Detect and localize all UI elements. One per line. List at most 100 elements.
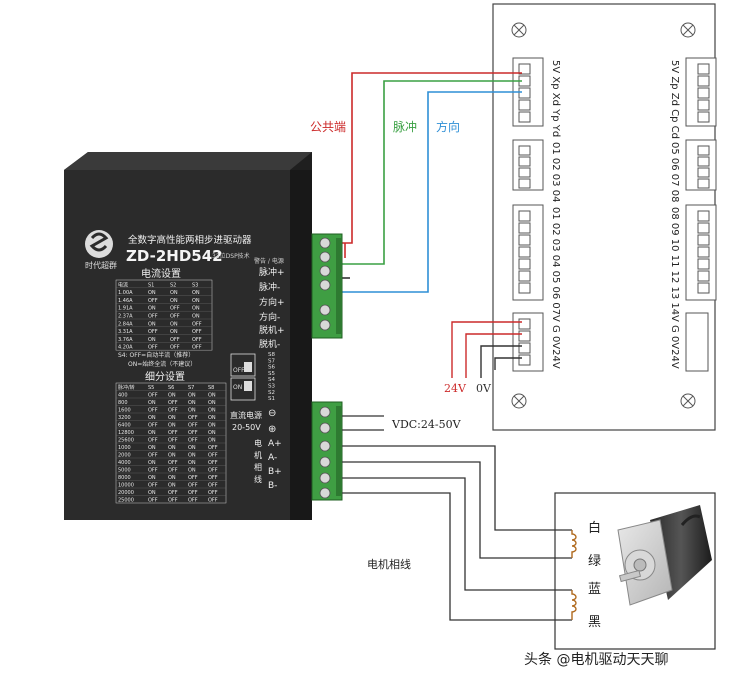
- switch-label: S7: [268, 358, 275, 364]
- micro-cell: OFF: [148, 393, 158, 399]
- header-right: 警告 / 电源: [254, 257, 284, 265]
- minus-symbol: ⊖: [268, 408, 276, 419]
- screw-icon: [680, 393, 696, 409]
- micro-cell: ON: [168, 445, 176, 451]
- current-cell: OFF: [192, 345, 202, 351]
- motor-phase-char: 机: [254, 450, 262, 460]
- micro-cell: ON: [208, 430, 216, 436]
- coil-icon: [571, 530, 577, 620]
- micro-cell: 6400: [118, 423, 131, 429]
- connector-block: [685, 312, 709, 372]
- connector-block: [685, 204, 717, 301]
- current-cell: OFF: [148, 314, 158, 320]
- current-cell: ON: [170, 298, 178, 304]
- current-cell: OFF: [192, 337, 202, 343]
- plus-symbol: ⊕: [268, 424, 276, 435]
- micro-cell: OFF: [208, 453, 218, 459]
- micro-cell: OFF: [208, 475, 218, 481]
- motor-phase-char: 电: [254, 438, 262, 448]
- controller-label: 5V Xp Xd Yp Yd: [550, 60, 561, 137]
- controller-label: 01 02 03 04 05 06 07: [550, 207, 561, 315]
- current-header: S2: [170, 282, 176, 288]
- brand-logo-icon: [85, 230, 113, 258]
- label-0v: 0V: [476, 382, 492, 395]
- micro-cell: ON: [148, 475, 156, 481]
- micro-cell: ON: [188, 453, 196, 459]
- micro-cell: OFF: [188, 498, 198, 504]
- micro-cell: 1000: [118, 445, 131, 451]
- micro-cell: ON: [208, 393, 216, 399]
- micro-cell: 5000: [118, 468, 131, 474]
- current-cell: OFF: [148, 345, 158, 351]
- micro-cell: ON: [148, 445, 156, 451]
- micro-cell: OFF: [148, 423, 158, 429]
- signal-terminal-block: [311, 233, 343, 339]
- micro-cell: 25000: [118, 498, 134, 504]
- label-direction: 方向: [436, 119, 460, 134]
- signal-wires: [339, 72, 522, 293]
- dip-switch: OFF ON: [230, 353, 256, 401]
- micro-cell: OFF: [148, 498, 158, 504]
- driver-model: ZD-2HD542: [126, 247, 223, 265]
- micro-cell: ON: [168, 415, 176, 421]
- current-cell: ON: [192, 298, 200, 304]
- dc-power-label: 直流电源: [230, 410, 262, 420]
- micro-cell: OFF: [148, 438, 158, 444]
- controller-board: 5V Xp Xd Yp Yd 01 02 03 04 01 02 03 04 0…: [492, 3, 717, 431]
- current-cell: ON: [148, 306, 156, 312]
- micro-cell: ON: [148, 460, 156, 466]
- micro-cell: ON: [188, 408, 196, 414]
- current-cell: ON: [170, 290, 178, 296]
- micro-cell: ON: [168, 393, 176, 399]
- current-cell: 1.00A: [118, 290, 133, 296]
- micro-cell: OFF: [168, 460, 178, 466]
- current-cell: 2.84A: [118, 321, 133, 327]
- micro-cell: OFF: [208, 483, 218, 489]
- motor-wires: [342, 445, 572, 621]
- micro-cell: ON: [208, 400, 216, 406]
- micro-cell: OFF: [188, 423, 198, 429]
- signal-label: 脱机+: [259, 324, 285, 336]
- micro-cell: OFF: [208, 490, 218, 496]
- coil-label: 黑: [588, 615, 601, 630]
- current-title: 电流设置: [141, 267, 181, 280]
- micro-cell: OFF: [168, 430, 178, 436]
- micro-header: S6: [168, 385, 174, 391]
- current-cell: ON: [192, 306, 200, 312]
- micro-header: S8: [208, 385, 214, 391]
- label-24v: 24V: [444, 382, 467, 395]
- current-cell: 3.31A: [118, 329, 133, 335]
- stepper-driver: 时代超群 全数字高性能两相步进驱动器 ZD-2HD542 32位DSP技术 警告…: [64, 152, 312, 520]
- micro-cell: ON: [168, 475, 176, 481]
- screw-icon: [680, 22, 696, 38]
- micro-cell: OFF: [188, 483, 198, 489]
- current-cell: ON: [192, 290, 200, 296]
- micro-cell: ON: [188, 460, 196, 466]
- micro-cell: ON: [208, 423, 216, 429]
- micro-cell: OFF: [148, 468, 158, 474]
- wire-pulse: [339, 80, 522, 265]
- micro-cell: 20000: [118, 490, 134, 496]
- motor-phase-char: 线: [254, 474, 262, 484]
- switch-label: S5: [268, 371, 275, 377]
- micro-cell: OFF: [168, 408, 178, 414]
- current-cell: OFF: [170, 314, 180, 320]
- brand-name: 时代超群: [85, 260, 117, 270]
- current-cell: ON: [192, 314, 200, 320]
- current-cell: 1.91A: [118, 306, 133, 312]
- screw-icon: [511, 22, 527, 38]
- current-cell: ON: [148, 290, 156, 296]
- terminal-label: B-: [268, 481, 277, 491]
- switch-label: S6: [268, 365, 275, 371]
- micro-cell: ON: [188, 393, 196, 399]
- wire-direction: [339, 91, 522, 293]
- micro-cell: ON: [188, 468, 196, 474]
- connector-block: [512, 139, 544, 191]
- controller-label: 05 06 07 08: [669, 142, 680, 202]
- controller-label: 5V Zp Zd Cp Cd: [669, 60, 680, 139]
- vdc-label: VDC:24-50V: [391, 418, 462, 431]
- switch-label: S4: [268, 377, 275, 383]
- micro-cell: OFF: [208, 498, 218, 504]
